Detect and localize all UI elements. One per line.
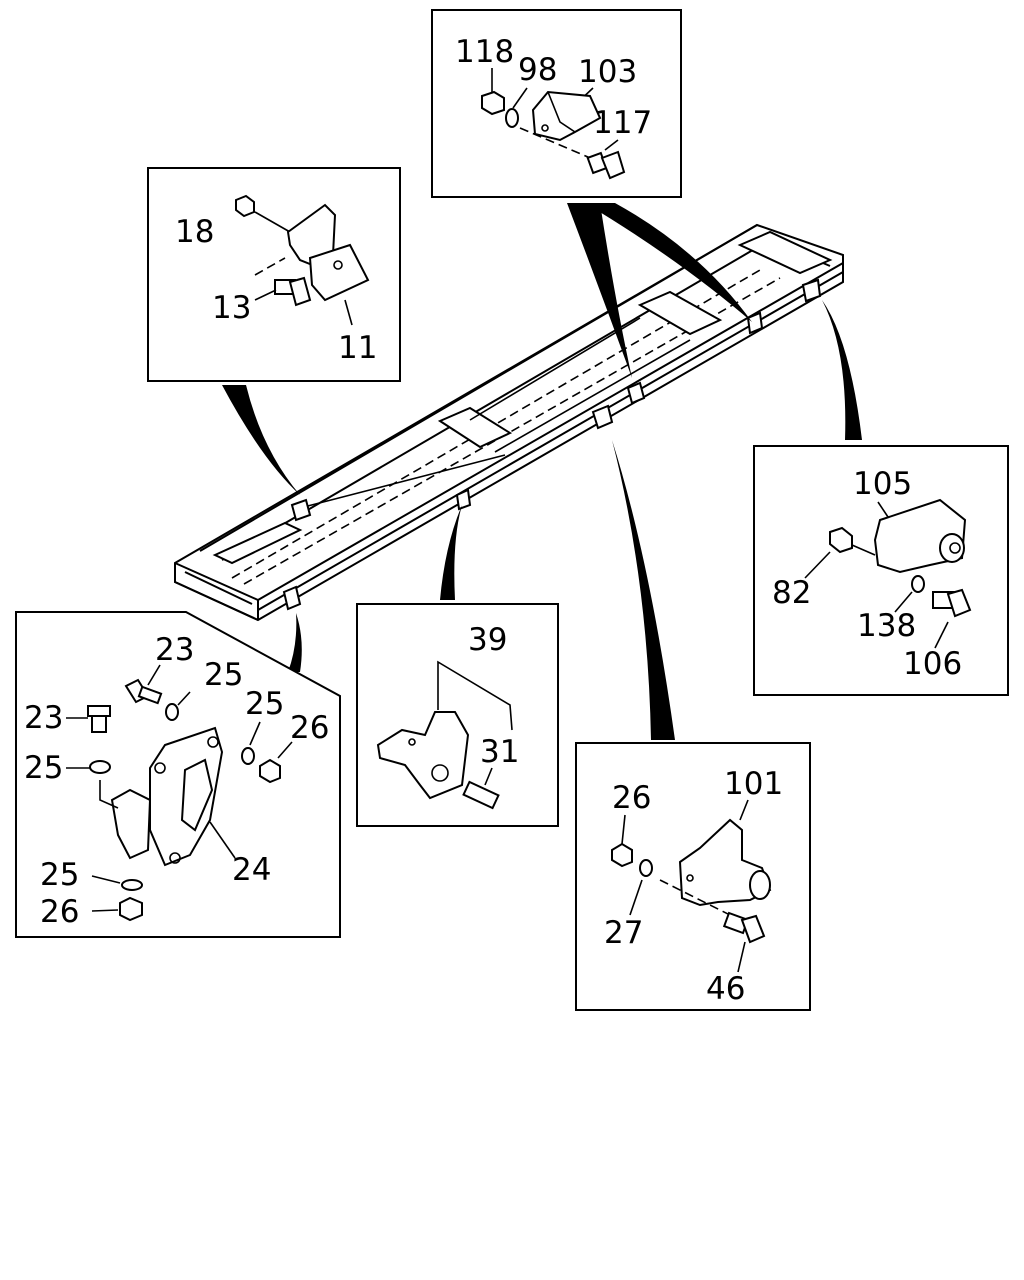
part-label-26: 26 — [612, 780, 651, 816]
washer-icon — [241, 747, 255, 765]
part-label-25: 25 — [245, 686, 284, 722]
part-label-118: 118 — [455, 34, 514, 70]
callout-box-bottom-right: 101 26 27 46 — [575, 742, 811, 1011]
callout-box-right: 105 82 138 106 — [753, 445, 1009, 696]
part-label-23: 23 — [155, 632, 194, 668]
part-label-25: 25 — [24, 750, 63, 786]
callout-box-top-center: 118 98 103 117 — [431, 9, 682, 198]
part-label-39: 39 — [468, 622, 507, 658]
part-label-25: 25 — [204, 657, 243, 693]
part-label-13: 13 — [212, 290, 251, 326]
nut-icon — [259, 758, 281, 784]
callout-pointers — [222, 203, 862, 740]
callout-box-bottom-left: 23 25 23 25 25 26 24 25 26 — [15, 611, 341, 938]
washer-icon — [505, 108, 519, 128]
bracket-icon — [376, 711, 470, 800]
washer-icon — [639, 859, 653, 877]
washer-icon — [911, 575, 925, 593]
part-label-23: 23 — [24, 700, 63, 736]
part-label-31: 31 — [480, 734, 519, 770]
part-label-18: 18 — [175, 214, 214, 250]
part-label-117: 117 — [593, 105, 652, 141]
callout-frame — [753, 445, 1009, 696]
part-label-11: 11 — [338, 330, 377, 366]
part-label-101: 101 — [724, 766, 783, 802]
part-label-82: 82 — [772, 575, 811, 611]
washer-icon — [89, 760, 111, 774]
part-label-106: 106 — [903, 646, 962, 682]
pin-icon — [462, 780, 500, 810]
part-label-24: 24 — [232, 852, 271, 888]
nut-icon — [119, 896, 143, 922]
callout-box-top-left: 18 13 11 — [147, 167, 401, 382]
part-label-98: 98 — [518, 52, 557, 88]
bracket-icon — [531, 90, 602, 142]
nut-icon — [235, 194, 255, 218]
part-label-103: 103 — [578, 54, 637, 90]
part-label-25: 25 — [40, 857, 79, 893]
part-label-138: 138 — [857, 608, 916, 644]
part-label-27: 27 — [604, 915, 643, 951]
washer-icon — [121, 879, 143, 891]
part-label-26: 26 — [40, 894, 79, 930]
callout-box-center: 39 31 — [356, 603, 559, 827]
part-label-26: 26 — [290, 710, 329, 746]
part-label-46: 46 — [706, 971, 745, 1007]
nut-icon — [481, 90, 505, 116]
chassis-frame — [174, 223, 844, 622]
washer-icon — [165, 703, 179, 721]
nut-icon — [829, 526, 853, 554]
nut-icon — [611, 842, 633, 868]
part-label-105: 105 — [853, 466, 912, 502]
